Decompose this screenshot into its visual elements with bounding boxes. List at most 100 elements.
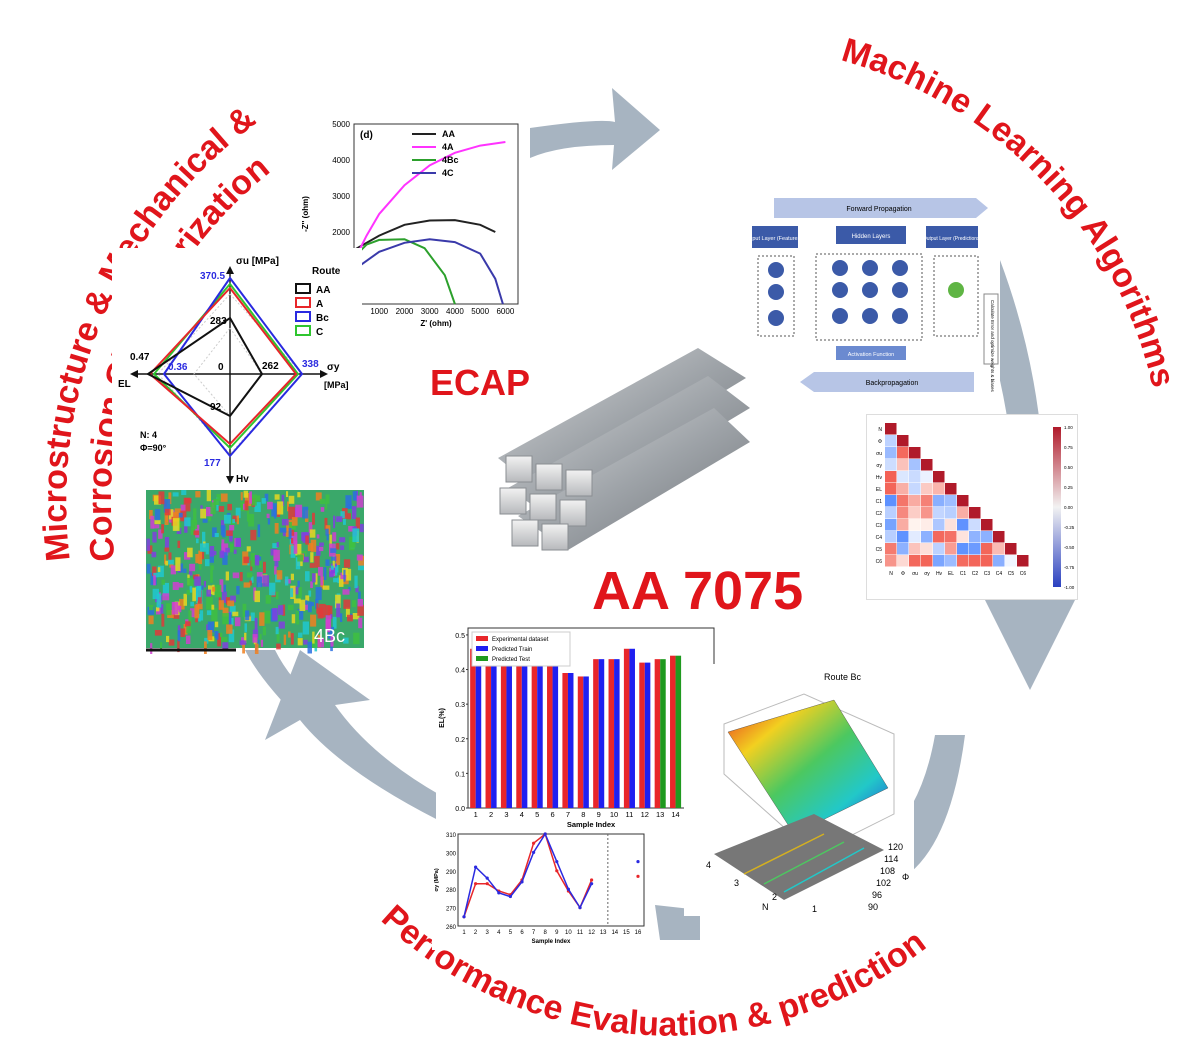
heatmap-cell bbox=[969, 519, 981, 531]
heatmap-col-label: C3 bbox=[984, 571, 991, 577]
heatmap-cell bbox=[885, 435, 897, 447]
nn-forward-label: Forward Propagation bbox=[846, 206, 911, 213]
heatmap-col-label: σu bbox=[912, 571, 918, 577]
heatmap-cbar-tick: 0.25 bbox=[1064, 485, 1073, 490]
line-xtick: 14 bbox=[611, 930, 618, 936]
heatmap-cell bbox=[909, 471, 921, 483]
surface-ytick: 96 bbox=[872, 890, 882, 900]
heatmap-cell bbox=[957, 519, 969, 531]
heatmap-cell bbox=[945, 555, 957, 567]
line-ytick: 310 bbox=[446, 833, 457, 839]
heatmap-cell bbox=[969, 531, 981, 543]
radar-legend-label-bc: Bc bbox=[316, 313, 329, 324]
line-point bbox=[474, 865, 478, 869]
heatmap-cell bbox=[909, 519, 921, 531]
radar-right-min: 262 bbox=[262, 361, 279, 372]
line-xtick: 5 bbox=[509, 930, 513, 936]
heatmap-cell bbox=[909, 447, 921, 459]
heatmap-cell bbox=[921, 495, 933, 507]
nyquist-xlabel: Z' (ohm) bbox=[420, 319, 452, 328]
nn-forward-arrow bbox=[774, 198, 988, 218]
radar-axis-bottom-label: Hv bbox=[236, 474, 249, 485]
line-ytick: 270 bbox=[446, 907, 457, 913]
line-xtick: 9 bbox=[555, 930, 559, 936]
radar-legend-label-a: A bbox=[316, 299, 323, 310]
bar-predicted bbox=[521, 652, 528, 808]
nn-node bbox=[862, 260, 878, 276]
correlation-heatmap: NNΦΦσuσuσyσyHvHvELELC1C1C2C2C3C3C4C4C5C5… bbox=[876, 423, 1075, 590]
heatmap-row-label: σu bbox=[876, 451, 882, 457]
nyquist-ytick: 5000 bbox=[332, 120, 350, 129]
radar-route-a bbox=[148, 286, 298, 446]
heatmap-row-label: C5 bbox=[876, 547, 883, 553]
heatmap-cell bbox=[945, 531, 957, 543]
line-point bbox=[532, 841, 536, 845]
nyquist-ytick: 2000 bbox=[332, 228, 350, 237]
line-xtick: 2 bbox=[474, 930, 478, 936]
radar-legend-swatch-aa bbox=[295, 283, 311, 294]
radar-route-bc bbox=[162, 276, 304, 458]
bar-experimental bbox=[639, 662, 645, 808]
heatmap-row-label: C3 bbox=[876, 523, 883, 529]
line-point bbox=[555, 869, 559, 873]
heatmap-cell bbox=[981, 531, 993, 543]
surface-xtick: 2 bbox=[772, 892, 777, 902]
radar-chart: σu [MPa] 370.5 283 338 262 σy [MPa] 92 1… bbox=[118, 256, 349, 485]
bar-xtick: 4 bbox=[520, 810, 524, 819]
heatmap-col-label: C5 bbox=[1008, 571, 1015, 577]
nyquist-legend-label: AA bbox=[442, 129, 455, 139]
bar-legend-swatch bbox=[476, 636, 488, 641]
bar-chart: 0.00.10.20.30.40.51234567891011121314151… bbox=[439, 627, 715, 829]
bar-predicted bbox=[475, 648, 482, 808]
heatmap-cell bbox=[909, 555, 921, 567]
bar-legend-swatch bbox=[476, 646, 488, 651]
bar-predicted bbox=[567, 673, 574, 808]
heatmap-cell bbox=[993, 555, 1005, 567]
heatmap-cell bbox=[885, 531, 897, 543]
heatmap-cell bbox=[969, 555, 981, 567]
heatmap-row-label: σy bbox=[876, 463, 882, 469]
heatmap-cell bbox=[897, 483, 909, 495]
line-xtick: 16 bbox=[635, 930, 642, 936]
heatmap-cbar-tick: 1.00 bbox=[1064, 425, 1073, 430]
bar-xtick: 1 bbox=[474, 810, 478, 819]
line-point bbox=[462, 915, 466, 919]
ebsd-map: 4Bc bbox=[146, 490, 365, 656]
surface-contour-floor bbox=[714, 814, 884, 900]
radar-bottom-min: 92 bbox=[210, 402, 222, 413]
radar-bottom-max: 177 bbox=[204, 458, 221, 469]
bar-predicted bbox=[675, 655, 682, 808]
aluminum-bars-svg bbox=[498, 348, 750, 551]
heatmap-col-label: Φ bbox=[901, 571, 905, 577]
heatmap-cell bbox=[933, 471, 945, 483]
nyquist-series-aa bbox=[353, 219, 496, 251]
bar-experimental bbox=[593, 659, 599, 808]
heatmap-cell bbox=[981, 543, 993, 555]
bar-experimental bbox=[562, 673, 568, 808]
line-xtick: 11 bbox=[577, 930, 584, 936]
heatmap-cell bbox=[957, 543, 969, 555]
heatmap-cell bbox=[933, 531, 945, 543]
nyquist-series-4c bbox=[353, 238, 504, 305]
heatmap-cell bbox=[885, 471, 897, 483]
line-point bbox=[474, 882, 478, 886]
radar-axis-top-label: σu [MPa] bbox=[236, 256, 279, 267]
nn-diagram: Forward Propagation Input Layer (Feature… bbox=[744, 196, 1000, 396]
nyquist-xtick: 2000 bbox=[396, 307, 414, 316]
heatmap-cell bbox=[921, 531, 933, 543]
nyquist-series-4bc bbox=[353, 238, 456, 305]
heatmap-cell bbox=[885, 483, 897, 495]
line-xtick: 8 bbox=[544, 930, 548, 936]
surface-xtick: 4 bbox=[706, 860, 711, 870]
surface-ytick: 114 bbox=[884, 854, 898, 864]
heatmap-cell bbox=[933, 555, 945, 567]
heatmap-cell bbox=[1005, 543, 1017, 555]
heatmap-cell bbox=[909, 459, 921, 471]
bar-chart-panel: 0.00.10.20.30.40.51234567891011121314151… bbox=[436, 620, 722, 834]
radar-left-min: 0.36 bbox=[168, 362, 188, 373]
surface-ylabel: Φ bbox=[902, 872, 909, 882]
line-ytick: 290 bbox=[446, 870, 457, 876]
heatmap-cell bbox=[897, 519, 909, 531]
bar-predicted bbox=[491, 662, 497, 808]
